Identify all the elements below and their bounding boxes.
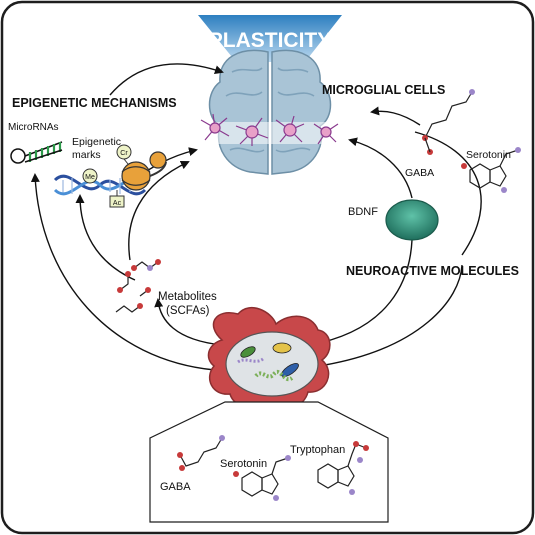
arrow-gut-to-metabolites xyxy=(154,298,223,346)
label-gaba-top: GABA xyxy=(405,167,434,179)
arrow-metabolites-to-marks xyxy=(75,194,136,281)
arrow-gut-to-bdnf xyxy=(309,239,413,346)
epigenetic-tag-me: Me xyxy=(82,168,98,184)
label-epigenetic-marks-line1: Epigenetic xyxy=(72,136,121,148)
nucleosome xyxy=(121,151,167,191)
brain-illustration: PLASTICITY xyxy=(198,15,342,175)
microglia-cell xyxy=(209,122,221,134)
label-epigenetic-marks-line2: marks xyxy=(72,149,101,161)
plasticity-title: PLASTICITY xyxy=(209,29,332,52)
label-serotonin-top: Serotonin xyxy=(466,149,511,161)
gut-illustration xyxy=(207,307,331,410)
arrow-to-microglial xyxy=(370,106,421,126)
label-tryptophan: Tryptophan xyxy=(290,444,345,456)
arrow-gut-to-micrornas xyxy=(30,173,216,371)
arrow-bdnf-to-brain xyxy=(348,137,413,199)
arrow-epigenetic-to-brain xyxy=(109,63,224,96)
bacteria-purple xyxy=(237,356,266,364)
heading-microglial-cells: MICROGLIAL CELLS xyxy=(322,83,445,97)
bacteria-yellow xyxy=(272,342,292,354)
label-micrornas: MicroRNAs xyxy=(8,122,59,133)
tag-me-label: Me xyxy=(85,174,95,181)
microglia-cell xyxy=(320,126,332,138)
heading-epigenetic-mechanisms: EPIGENETIC MECHANISMS xyxy=(12,96,177,110)
bacteria-blue xyxy=(281,362,299,378)
microrna-illustration xyxy=(10,141,63,164)
serotonin-molecule-top xyxy=(461,147,521,193)
gut-lumen xyxy=(225,331,319,397)
arrow-metabolites-to-brain xyxy=(128,160,190,261)
tag-cr-label: Cr xyxy=(120,150,128,157)
microglia-cell xyxy=(245,125,259,139)
bacteria-chain xyxy=(254,370,294,382)
label-metabolites-line1: Metabolites xyxy=(158,291,217,303)
epigenetic-tag-ac: Ac xyxy=(109,190,125,208)
microglia-cluster xyxy=(200,113,339,146)
scfa-molecules xyxy=(115,259,161,313)
plasticity-banner xyxy=(198,15,342,62)
bdnf-molecule xyxy=(385,199,439,241)
serotonin-molecule-bottom xyxy=(233,455,291,501)
arrow-neuroactive-to-microglial xyxy=(414,131,482,256)
heading-neuroactive-molecules: NEUROACTIVE MOLECULES xyxy=(346,264,519,278)
bacteria-green xyxy=(240,346,256,358)
brain-section-band xyxy=(200,122,340,144)
label-bdnf: BDNF xyxy=(348,206,378,218)
tag-ac-label: Ac xyxy=(113,200,122,207)
gaba-molecule-top xyxy=(422,89,475,155)
microglia-cell xyxy=(283,123,297,137)
epigenetic-tag-cr: Cr xyxy=(116,144,132,165)
arrow-gut-to-neuroactive xyxy=(324,264,463,366)
label-gaba-bottom: GABA xyxy=(160,481,191,493)
label-serotonin-bottom: Serotonin xyxy=(220,458,267,470)
tryptophan-molecule xyxy=(317,441,369,495)
label-metabolites-line2: (SCFAs) xyxy=(166,305,210,317)
gut-molecules-callout xyxy=(149,401,389,523)
brain-gyri xyxy=(225,67,315,153)
gaba-molecule-bottom xyxy=(177,435,225,471)
